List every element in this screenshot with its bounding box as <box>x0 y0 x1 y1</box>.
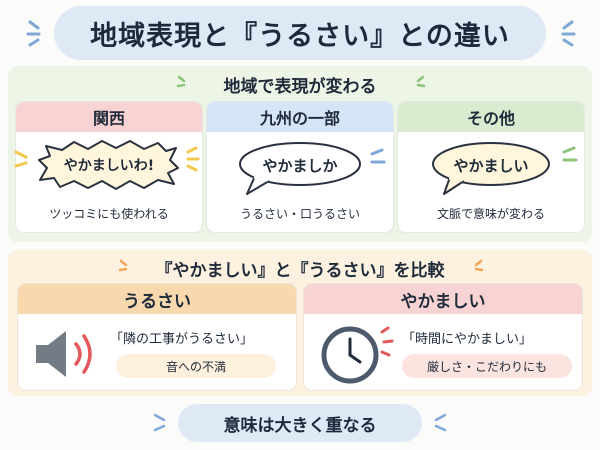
compare-note: 音への不満 <box>116 354 276 378</box>
sparkle-icon <box>118 259 128 272</box>
compare-note: 厳しさ・こだわりにも <box>402 354 572 378</box>
compare-example: 「時間にやかましい」 <box>402 332 533 347</box>
compare-card-yakamashii: やかましい 「時間にやかましい」 厳しさ・こだわりにも <box>304 284 582 390</box>
motion-lines-icon <box>370 148 386 164</box>
region-card-other: その他 やかましい 文脈で意味が変わる <box>398 102 584 232</box>
region-note: ツッコミにも使われる <box>49 207 169 221</box>
sparkle-icon <box>176 75 186 88</box>
sparkle-icon <box>153 413 166 432</box>
region-note: うるさい・口うるさい <box>239 207 360 221</box>
region-card-header: 九州の一部 <box>207 102 393 132</box>
sparkle-left-icon <box>26 20 41 47</box>
clock-icon <box>321 326 394 384</box>
page-title: 地域表現と『うるさい』との違い <box>54 6 546 60</box>
region-phrase: やかましいわ! <box>63 158 155 174</box>
sparkle-icon <box>434 413 447 432</box>
region-card-kyushu: 九州の一部 やかましか うるさい・口うるさい <box>207 102 393 232</box>
region-section-title: 地域で表現が変わる <box>223 77 377 97</box>
motion-lines-icon <box>14 150 28 168</box>
region-card-header: 関西 <box>16 102 202 132</box>
shout-bubble-icon <box>38 140 179 190</box>
speech-bubble-icon <box>432 142 550 195</box>
compare-card-urusai: うるさい 「隣の工事がうるさい」 音への不満 <box>18 284 296 390</box>
region-phrase: やかましか <box>262 157 338 175</box>
sparkle-icon <box>416 75 426 88</box>
speech-bubble-icon <box>239 142 361 195</box>
motion-lines-icon <box>562 146 578 162</box>
speaker-icon <box>36 331 92 377</box>
conclusion-pill: 意味は大きく重なる <box>178 404 422 442</box>
region-note: 文脈で意味が変わる <box>436 207 545 221</box>
sparkle-icon <box>474 259 484 272</box>
region-card-header: その他 <box>398 102 584 132</box>
sparkle-right-icon <box>561 20 576 47</box>
compare-card-header: うるさい <box>18 284 296 314</box>
compare-example: 「隣の工事がうるさい」 <box>110 332 254 347</box>
region-card-kansai: 関西 やかましいわ! ツッコミにも使われる <box>16 102 202 232</box>
motion-lines-icon <box>186 146 200 172</box>
region-phrase: やかましい <box>453 157 529 175</box>
compare-card-header: やかましい <box>304 284 582 314</box>
compare-section-title: 『やかましい』と『うるさい』を比較 <box>155 261 445 281</box>
